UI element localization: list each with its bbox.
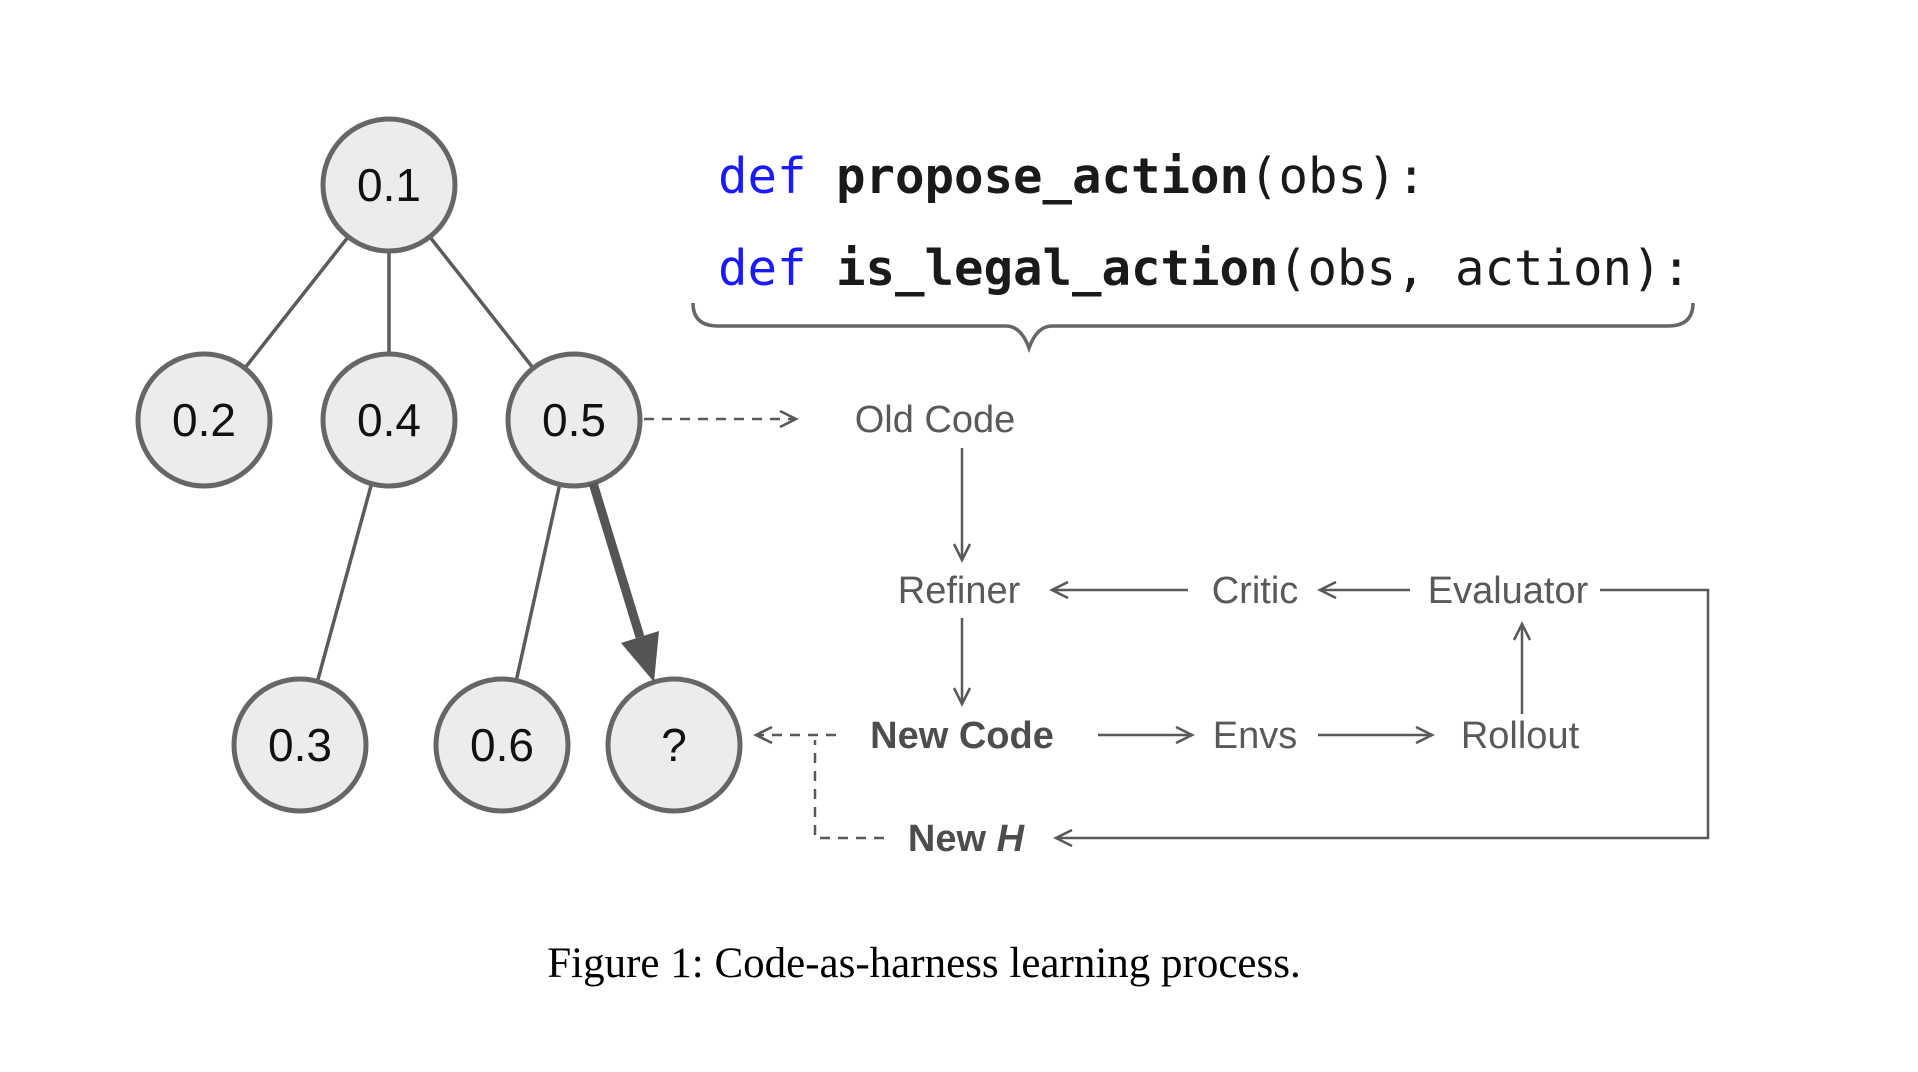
flow-label-new-h: New H [908, 818, 1026, 860]
learning-loop-flow: Old Code Refiner Critic Evaluator New Co… [644, 399, 1710, 860]
code-line-1: def propose_action(obs): [718, 148, 1426, 205]
tree-node-leaf2: 0.6 [433, 676, 571, 814]
keyword-def: def [718, 148, 807, 205]
flow-label-evaluator: Evaluator [1428, 570, 1589, 612]
tree-node-leaf4: ? [605, 676, 743, 814]
arrow-evaluator-to-newh [1053, 588, 1710, 848]
node-value: 0.1 [357, 159, 421, 211]
selected-expansion-arrow [588, 481, 659, 682]
new-h-prefix: New [908, 818, 997, 860]
node-circle [320, 116, 458, 254]
tree-node-leaf1: 0.3 [231, 676, 369, 814]
node-value: 0.5 [542, 394, 606, 446]
flow-label-envs: Envs [1213, 715, 1297, 757]
flow-label-rollout: Rollout [1461, 715, 1580, 757]
node-circle [433, 676, 571, 814]
flow-label-new-code: New Code [870, 715, 1054, 757]
node-circle [135, 351, 273, 489]
node-circle [505, 351, 643, 489]
underbrace [691, 302, 1695, 354]
tree-node-child1: 0.2 [135, 351, 273, 489]
figure-caption: Figure 1: Code-as-harness learning proce… [547, 940, 1301, 987]
node-circle [320, 351, 458, 489]
flow-label-critic: Critic [1212, 570, 1299, 612]
function-args: (obs, action): [1278, 240, 1691, 297]
dashed-line-newh-to-node [813, 740, 884, 840]
function-name: is_legal_action [836, 240, 1279, 297]
tree-node-child3: 0.5 [505, 351, 643, 489]
keyword-def: def [718, 240, 807, 297]
tree-node-root: 0.1 [320, 116, 458, 254]
function-args: (obs): [1249, 148, 1426, 205]
thick-arrow-shaft [588, 481, 645, 639]
flow-label-refiner: Refiner [898, 570, 1021, 612]
node-value: 0.4 [357, 394, 421, 446]
code-snippet: def propose_action(obs): def is_legal_acti… [691, 148, 1695, 354]
thick-arrowhead [621, 631, 659, 682]
search-tree: 0.1 0.2 0.4 0.5 0.3 0.6 ? [135, 116, 743, 814]
node-value: 0.3 [268, 719, 332, 771]
tree-node-child2: 0.4 [320, 351, 458, 489]
node-value: ? [661, 719, 687, 771]
new-h-variable: H [997, 818, 1026, 860]
function-name: propose_action [836, 148, 1249, 205]
code-line-2: def is_legal_action(obs, action): [718, 240, 1691, 297]
flow-label-old-code: Old Code [855, 399, 1016, 441]
node-value: 0.2 [172, 394, 236, 446]
node-value: 0.6 [470, 719, 534, 771]
node-circle [231, 676, 369, 814]
node-circle [605, 676, 743, 814]
